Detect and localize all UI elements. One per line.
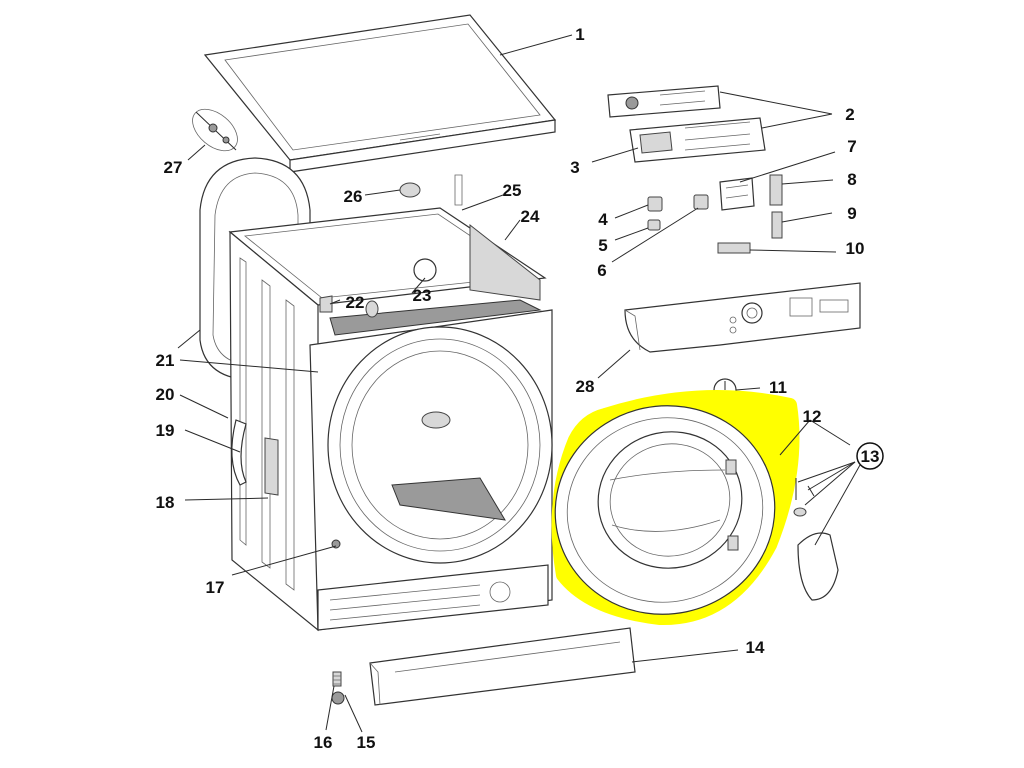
part-connector-10 [717,242,751,254]
part-screw-16 [332,671,342,687]
part-door-assembly-highlighted [551,390,800,626]
part-control-panel-fascia [624,282,861,353]
label-18: 18 [156,493,175,512]
label-24: 24 [521,207,540,226]
label-15: 15 [357,733,376,752]
label-21: 21 [156,351,175,370]
part-connector-8 [769,174,783,206]
part-switch-4 [647,196,663,212]
part-control-board-2 [607,85,721,118]
part-switch-5 [647,219,661,231]
part-number-labels: 1 2 3 4 5 6 7 8 9 10 11 12 13 14 15 16 1… [156,25,884,752]
label-10: 10 [846,239,865,258]
part-relay-6 [693,194,709,210]
label-11: 11 [769,378,787,397]
part-door-hinge [793,478,839,601]
part-top-lid [203,14,557,173]
label-1: 1 [575,25,584,44]
label-3: 3 [570,158,579,177]
label-12: 12 [803,407,822,426]
part-control-board-3 [629,117,766,163]
label-26: 26 [344,187,363,206]
label-8: 8 [847,170,856,189]
label-25: 25 [503,181,522,200]
leader-lines [177,34,861,733]
label-4: 4 [598,210,608,229]
part-screw-15 [331,691,345,705]
label-20: 20 [156,385,175,404]
label-16: 16 [314,733,333,752]
label-27: 27 [164,158,183,177]
label-5: 5 [598,236,607,255]
label-2: 2 [845,105,854,124]
label-22: 22 [346,293,365,312]
label-28: 28 [576,377,595,396]
label-7: 7 [847,137,856,156]
label-23: 23 [413,286,432,305]
label-14: 14 [746,638,765,657]
label-6: 6 [597,261,606,280]
part-bolt-set [192,108,238,152]
part-cabinet [228,174,553,632]
label-13: 13 [861,447,880,466]
part-connector-9 [771,211,783,239]
part-plinth [369,627,636,706]
label-17: 17 [206,578,225,597]
label-19: 19 [156,421,175,440]
label-13-circle [856,442,884,470]
label-9: 9 [847,204,856,223]
part-module-7 [719,177,755,211]
